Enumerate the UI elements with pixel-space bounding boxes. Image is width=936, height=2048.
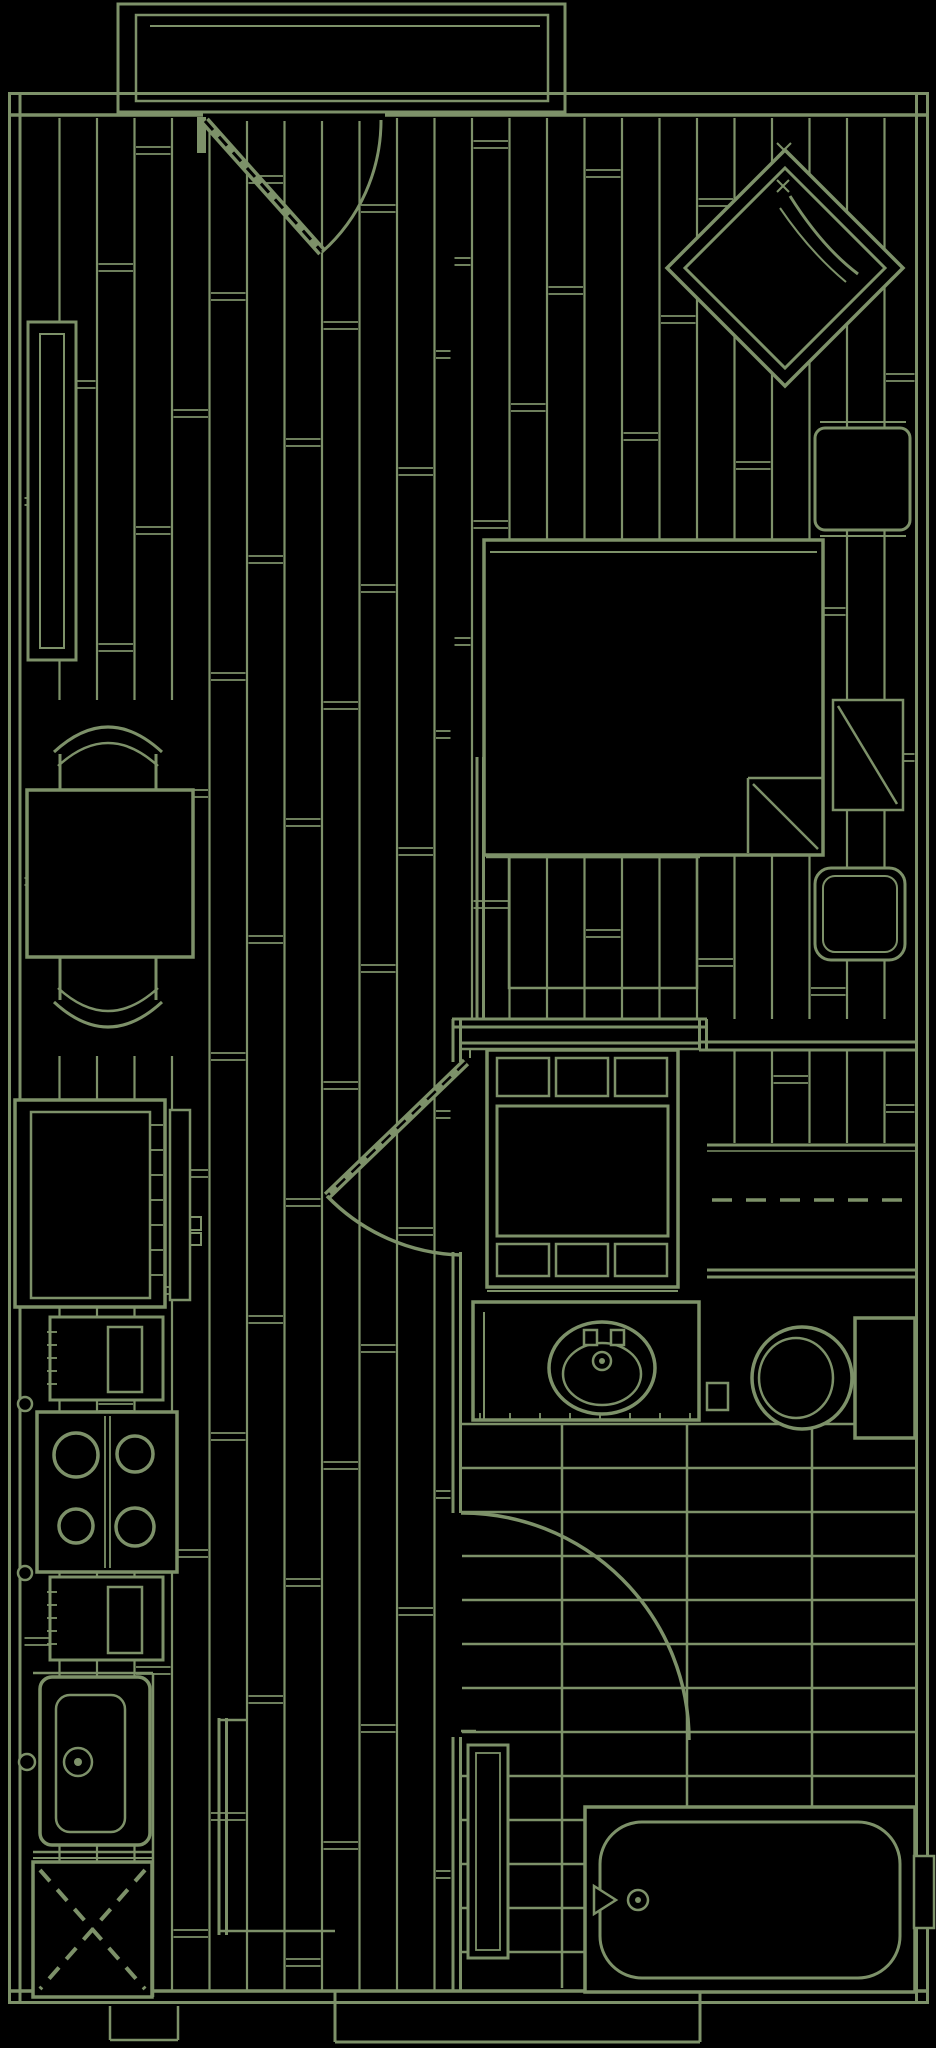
fridge-door [168,1108,192,1302]
left-wall-window-inner [39,333,65,649]
bath-door2-leaf-inner [475,1752,501,1951]
armchair-cushion-curve-2 [779,207,847,283]
vanity-tap-handle-right [609,1328,626,1347]
bed-fold-diagonal [752,783,819,850]
vanity-counter [471,1300,701,1422]
cabinet-upper-inner [106,1325,144,1394]
bay-window-inner [134,13,550,103]
bath-door2-swing-arc [460,1511,691,1741]
laundry-drawer-t3 [613,1056,669,1098]
burner-bottom-right [114,1506,156,1548]
bedside-stool-inner [822,875,898,953]
cabinet-lower [48,1575,165,1662]
fridge-handle-2 [189,1232,202,1246]
kitchen-wall-knob [17,1752,37,1772]
fridge-inner [29,1110,152,1300]
vanity-faucet [591,1350,613,1372]
chair-top-back-outer [52,725,164,754]
bed-foot-bench [507,855,699,990]
armchair-diamond-outer [664,147,906,389]
laundry-drawer-t2 [554,1056,610,1098]
shower-niche [912,1854,936,1930]
bedside-stool [813,866,907,962]
fridge-handle-1 [189,1216,202,1231]
toilet-bowl [750,1325,854,1431]
chair-bottom-back-outer [52,1000,164,1029]
bathtub-surround [583,1805,917,1994]
vanity-sink-outer [547,1320,657,1416]
laundry-cabinet-mid [495,1104,670,1238]
laundry-drawer-t1 [495,1056,551,1098]
vanity-faucet-dot [599,1358,605,1364]
tub-faucet [626,1888,650,1912]
toilet-bowl-inner [757,1336,835,1420]
left-wall-window-outer [26,320,78,662]
burner-top-right [115,1434,155,1474]
armchair-cushion-curve-1 [788,195,859,276]
bath-door-leaf-dash [326,1061,467,1197]
armchair-diamond-inner [682,165,888,371]
chair-bottom-back-inner [57,987,159,1013]
dining-table [25,788,195,959]
stove-knob-bottom [16,1564,34,1582]
kitchen-sink-basin [54,1693,127,1834]
bath-door-swing-arc [325,1194,462,1257]
stove [35,1410,179,1574]
entry-door-swing-arc [321,119,383,254]
vanity-sink-inner [561,1341,643,1407]
bed [482,538,825,857]
entry-hinge-post [197,117,206,153]
bath-door2-leaf [466,1743,510,1960]
bay-window-outer [116,2,567,114]
fridge [13,1098,167,1309]
kitchen-sink [38,1675,152,1847]
armchair-xmark2-b [776,179,790,193]
cabinet-upper [48,1315,165,1402]
pantry-x-2 [38,1868,147,1991]
cabinet-lower-inner [106,1585,144,1655]
burner-top-left [52,1431,100,1479]
kitchen-faucet-dot [74,1758,82,1766]
tub-spout [592,1883,619,1917]
stove-knob-top [16,1395,34,1413]
chair-top-back-inner [57,741,159,767]
toilet-tank [853,1316,917,1440]
vanity-tap-handle-left [582,1328,599,1347]
laundry-cabinet [485,1048,680,1289]
entry-door-leaf-dash [203,120,324,253]
laundry-drawer-b3 [613,1242,669,1278]
laundry-drawer-b1 [495,1242,551,1278]
kitchen-faucet [62,1746,94,1778]
armchair-xmark1-b [776,142,792,158]
nightstand [813,426,912,532]
bed-blanket-diagonal [836,705,899,805]
tub-faucet-dot [635,1897,641,1903]
laundry-drawer-b2 [554,1242,610,1278]
toilet-paper-holder [705,1381,730,1412]
burner-bottom-left [57,1507,95,1545]
